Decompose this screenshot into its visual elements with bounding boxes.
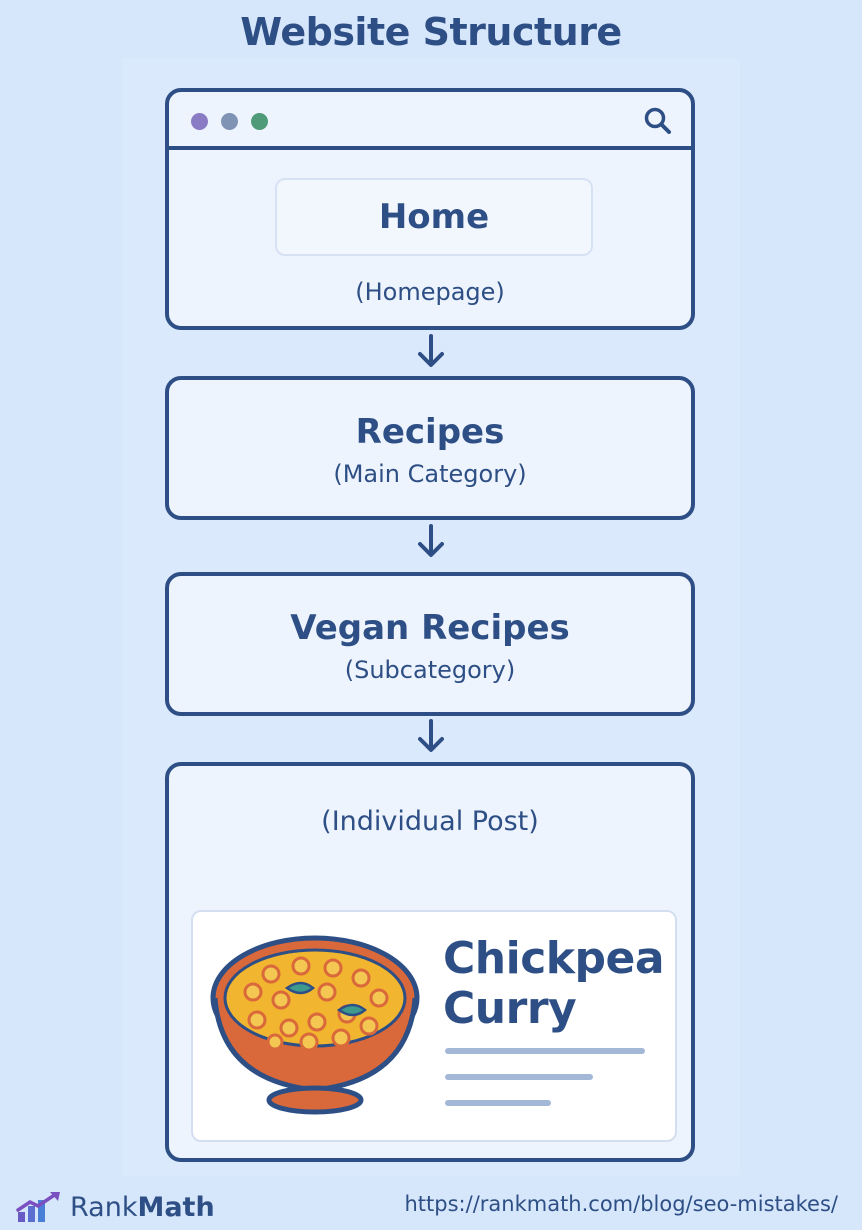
post-card: Chickpea Curry xyxy=(191,910,677,1142)
node-individual-post: (Individual Post) Chickpea Curry xyxy=(165,762,695,1162)
text-placeholder-line xyxy=(445,1100,551,1106)
node-home: Home (Homepage) xyxy=(165,88,695,330)
text-placeholder-line xyxy=(445,1074,593,1080)
window-dot-icon xyxy=(191,113,208,130)
post-title-line1: Chickpea xyxy=(443,933,665,984)
diagram-title: Website Structure xyxy=(240,10,622,54)
rankmath-logo: RankMath xyxy=(16,1186,266,1226)
brand-name-part1: Rank xyxy=(70,1192,138,1223)
text-placeholder-line xyxy=(445,1048,645,1054)
home-sublabel: (Homepage) xyxy=(355,278,505,306)
source-url: https://rankmath.com/blog/seo-mistakes/ xyxy=(404,1192,839,1216)
recipes-label: Recipes xyxy=(355,412,505,452)
window-dot-icon xyxy=(221,113,238,130)
post-card-title: Chickpea Curry xyxy=(443,934,673,1034)
vegan-label: Vegan Recipes xyxy=(290,608,570,648)
node-vegan-recipes: Vegan Recipes (Subcategory) xyxy=(165,572,695,716)
recipes-sublabel: (Main Category) xyxy=(333,460,527,488)
window-dot-icon xyxy=(251,113,268,130)
brand-name-part2: Math xyxy=(137,1192,215,1223)
home-label: Home xyxy=(275,178,593,256)
curry-bowl-icon xyxy=(210,935,420,1115)
brand-name: RankMath xyxy=(70,1192,215,1223)
arrow-down-icon xyxy=(418,334,444,367)
post-sublabel: (Individual Post) xyxy=(321,806,539,837)
arrow-down-icon xyxy=(418,719,444,752)
node-recipes: Recipes (Main Category) xyxy=(165,376,695,520)
vegan-sublabel: (Subcategory) xyxy=(344,656,516,684)
rankmath-logo-icon xyxy=(16,1192,60,1222)
browser-bar xyxy=(169,92,691,150)
search-icon xyxy=(644,107,671,134)
post-title-line2: Curry xyxy=(443,983,577,1034)
arrow-down-icon xyxy=(418,524,444,557)
